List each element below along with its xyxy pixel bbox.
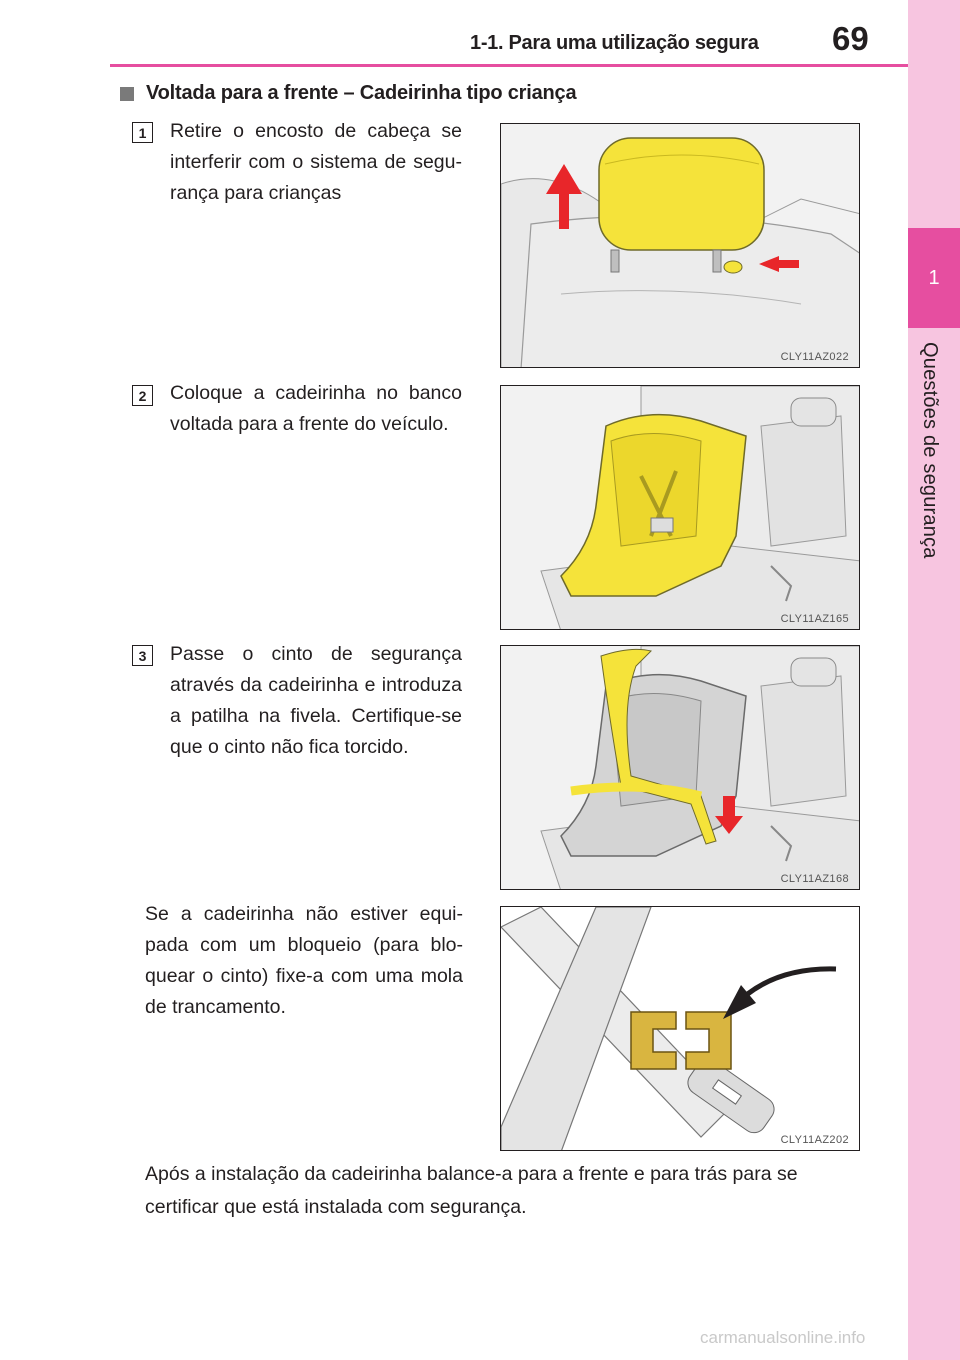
step-1-badge: 1 bbox=[132, 122, 153, 143]
chapter-sidebar: 1 Questões de segurança bbox=[908, 0, 960, 1360]
figure-code: CLY11AZ165 bbox=[780, 613, 849, 625]
step-3-badge: 3 bbox=[132, 645, 153, 666]
figure-remove-headrest: CLY11AZ022 bbox=[500, 123, 860, 368]
headrest-illustration bbox=[501, 124, 859, 367]
step-1-text: Retire o encosto de cabeça se interferir… bbox=[170, 120, 462, 204]
figure-code: CLY11AZ168 bbox=[780, 873, 849, 885]
bullet-square-icon bbox=[120, 86, 134, 101]
footer-watermark[interactable]: carmanualsonline.info bbox=[700, 1328, 866, 1347]
chapter-number-tab[interactable]: 1 bbox=[908, 228, 960, 328]
figure-place-seat: CLY11AZ165 bbox=[500, 385, 860, 630]
section-heading: Voltada para a frente – Cadeirinha tipo … bbox=[120, 82, 577, 105]
step-2-text: Coloque a cadeirinha no banco voltada pa… bbox=[170, 382, 462, 435]
figure-locking-clip: CLY11AZ202 bbox=[500, 906, 860, 1151]
belt-routing-illustration bbox=[501, 646, 859, 889]
header-rule bbox=[110, 64, 908, 67]
closing-paragraph: Após a instalação da cadeirinha balance-… bbox=[145, 1163, 798, 1218]
step-2-badge: 2 bbox=[132, 385, 153, 406]
figure-code: CLY11AZ202 bbox=[780, 1134, 849, 1146]
figure-code: CLY11AZ022 bbox=[780, 351, 849, 363]
chapter-title: Questões de segurança bbox=[919, 342, 941, 559]
figure-route-belt: CLY11AZ168 bbox=[500, 645, 860, 890]
section-title: 1-1. Para uma utilização segura bbox=[470, 32, 759, 54]
locking-clip-note: Se a cadeirinha não estiver equi-pada co… bbox=[145, 903, 463, 1018]
locking-clip-illustration bbox=[501, 907, 859, 1150]
page-number: 69 bbox=[832, 20, 869, 57]
step-3-text: Passe o cinto de segurança através da ca… bbox=[170, 643, 462, 758]
child-seat-illustration bbox=[501, 386, 859, 629]
section-heading-text: Voltada para a frente – Cadeirinha tipo … bbox=[146, 82, 577, 104]
